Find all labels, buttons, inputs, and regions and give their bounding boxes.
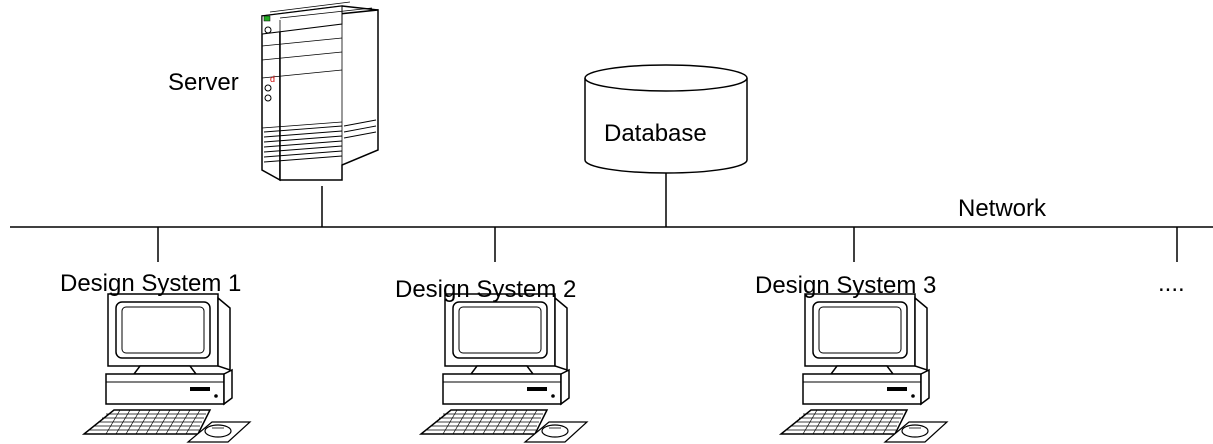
server-label: Server <box>168 69 239 96</box>
design-system-1-label: Design System 1 <box>60 270 242 297</box>
design-system-1-computer-icon <box>83 293 251 443</box>
design-system-2-computer-icon <box>420 293 588 443</box>
more-systems-ellipsis: .... <box>1158 270 1185 297</box>
server-icon: d <box>261 1 379 182</box>
database-label: Database <box>604 120 707 147</box>
design-system-3-computer-icon <box>780 293 948 443</box>
svg-text:d: d <box>270 74 275 84</box>
design-system-2-label: Design System 2 <box>395 276 577 303</box>
design-system-3-label: Design System 3 <box>755 272 937 299</box>
network-label: Network <box>958 195 1047 222</box>
database-icon <box>584 64 748 174</box>
